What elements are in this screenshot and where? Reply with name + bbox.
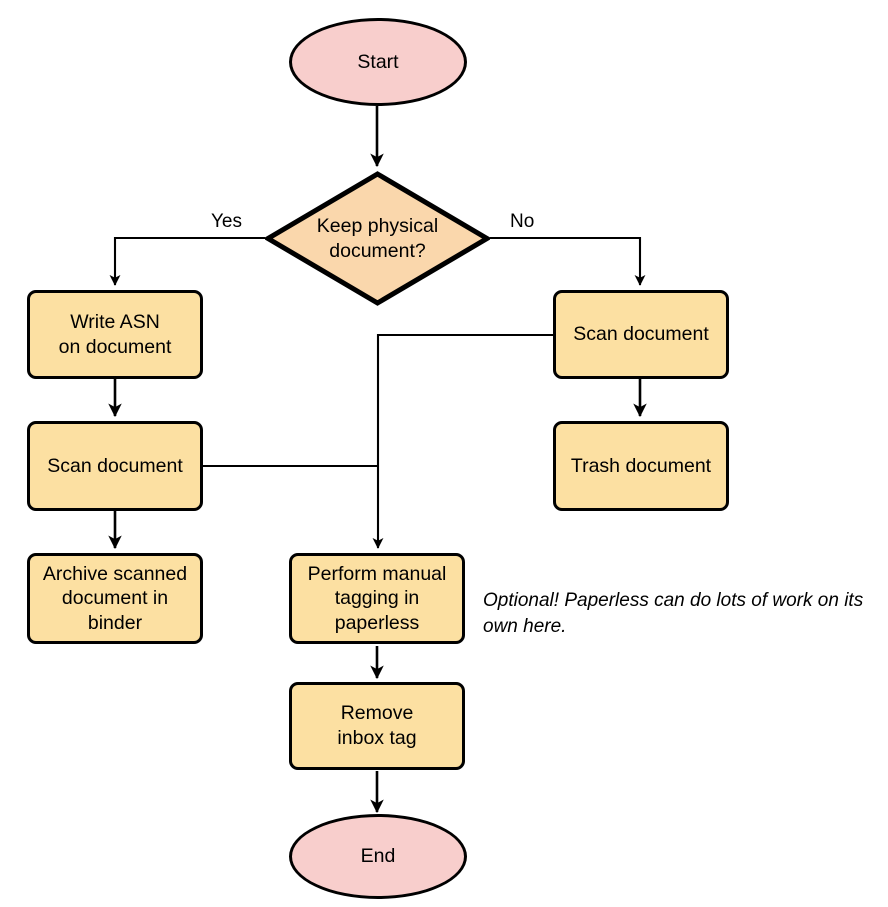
node-scan-document-right-label: Scan document <box>573 323 709 346</box>
node-trash-document-label: Trash document <box>570 454 712 477</box>
node-remove-inbox-tag-label: Remove inbox tag <box>337 702 417 749</box>
edge-decision-yes-to-write-asn <box>109 236 265 286</box>
edge-label-no: No <box>510 211 535 232</box>
node-trash-document[interactable]: Trash document <box>553 421 729 511</box>
node-keep-physical-document[interactable]: Keep physical document? <box>265 171 490 306</box>
node-scan-document-right[interactable]: Scan document <box>553 290 729 379</box>
edge-decision-no-to-scan-right <box>490 236 646 286</box>
edge-scan-right-to-manual-tagging <box>372 333 553 549</box>
decision-diamond-shape <box>265 171 490 306</box>
node-scan-document-left[interactable]: Scan document <box>27 421 203 511</box>
node-perform-manual-tagging-label: Perform manual tagging in paperless <box>307 562 447 634</box>
node-end-label: End <box>360 845 396 867</box>
node-archive-scanned-document[interactable]: Archive scanned document in binder <box>27 553 203 644</box>
node-start[interactable]: Start <box>289 18 467 106</box>
node-write-asn[interactable]: Write ASN on document <box>27 290 203 379</box>
node-start-label: Start <box>357 50 399 73</box>
node-remove-inbox-tag[interactable]: Remove inbox tag <box>289 682 465 770</box>
node-perform-manual-tagging[interactable]: Perform manual tagging in paperless <box>289 553 465 644</box>
annotation-optional-note: Optional! Paperless can do lots of work … <box>483 590 864 637</box>
node-scan-document-left-label: Scan document <box>47 454 183 477</box>
node-archive-scanned-document-label: Archive scanned document in binder <box>42 562 188 634</box>
edge-label-yes: Yes <box>211 211 242 232</box>
node-end[interactable]: End <box>289 814 467 899</box>
node-write-asn-label: Write ASN on document <box>58 310 172 358</box>
